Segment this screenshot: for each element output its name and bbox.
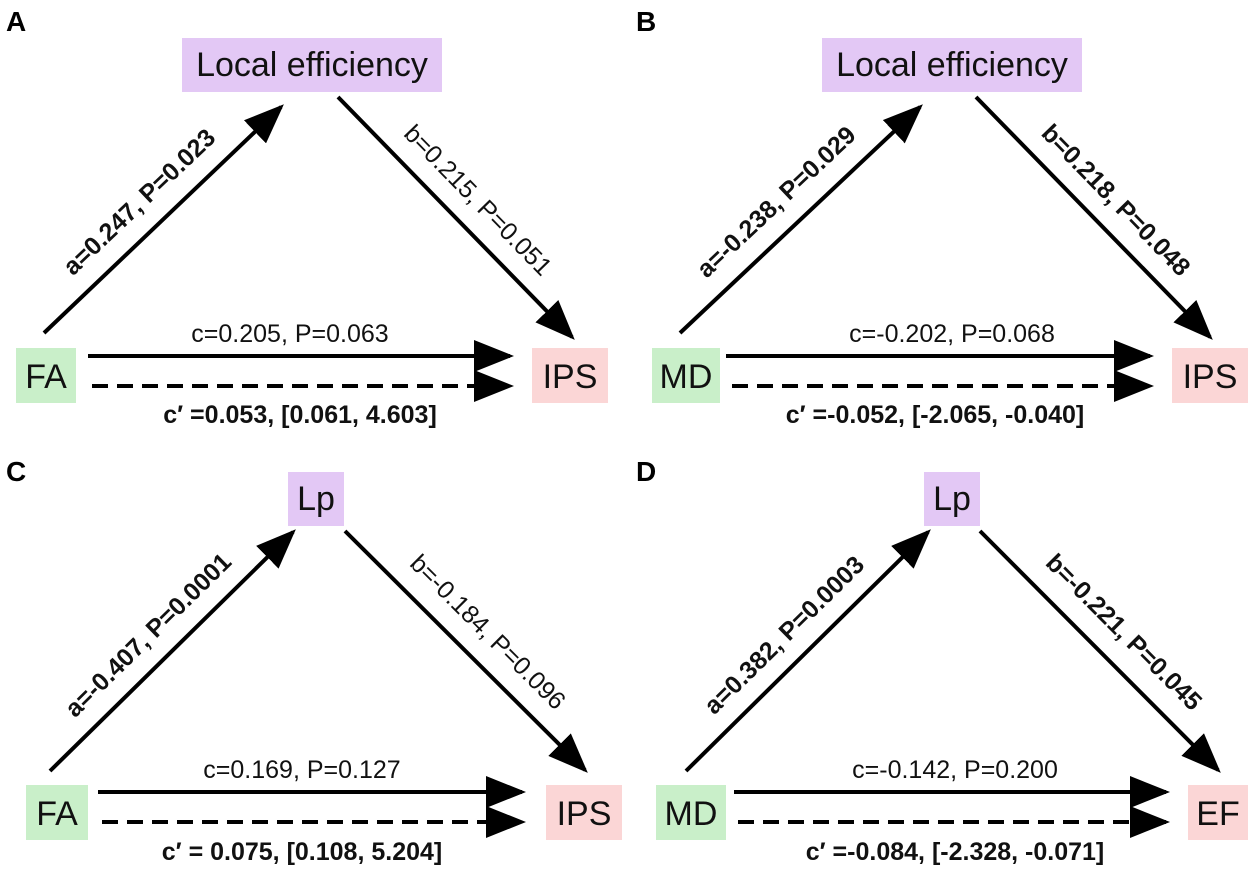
mediator-box: [288, 472, 344, 526]
panel-c: C Lp FA IPS a=-0.407, P=0.0001 b=-0.184,…: [6, 456, 622, 866]
path-a-label: a=-0.407, P=0.0001: [60, 548, 237, 723]
path-c-prime-label: c′ =-0.084, [-2.328, -0.071]: [806, 838, 1105, 866]
path-c-prime-label: c′ = 0.075, [0.108, 5.204]: [162, 838, 443, 866]
outcome-box: [532, 348, 608, 403]
path-b-label: b=-0.221, P=0.045: [1040, 549, 1207, 717]
path-c-prime-label: c′ =0.053, [0.061, 4.603]: [163, 401, 437, 429]
path-a-label: a=0.247, P=0.023: [58, 124, 221, 281]
outcome-box: [546, 785, 622, 840]
panel-b: B Local efficiency MD IPS a=-0.238, P=0.…: [636, 6, 1248, 429]
path-b-arrow: [343, 529, 588, 773]
predictor-label: MD: [660, 358, 713, 396]
outcome-label: IPS: [543, 358, 598, 396]
path-b-label: b=-0.184, P=0.096: [404, 549, 570, 715]
panel-letter: D: [636, 456, 656, 487]
path-a-label: a=0.382, P=0.0003: [699, 551, 870, 720]
panel-a: A Local efficiency FA IPS a=0.247, P=0.0…: [6, 6, 608, 429]
outcome-box: [1188, 785, 1248, 840]
path-c-label: c=-0.202, P=0.068: [849, 320, 1055, 348]
predictor-label: FA: [36, 795, 78, 833]
mediator-label: Lp: [933, 480, 971, 518]
panel-letter: B: [636, 6, 656, 37]
path-b-arrow: [336, 95, 575, 340]
path-b-label: b=0.215, P=0.051: [398, 119, 557, 281]
predictor-box: [656, 785, 726, 840]
path-c-label: c=0.169, P=0.127: [203, 756, 400, 784]
path-a-arrow: [48, 529, 296, 773]
path-a-label: a=-0.238, P=0.029: [692, 121, 862, 283]
mediator-label: Local efficiency: [196, 46, 428, 84]
path-c-prime-label: c′ =-0.052, [-2.065, -0.040]: [786, 401, 1085, 429]
path-c-label: c=-0.142, P=0.200: [852, 756, 1058, 784]
predictor-label: MD: [665, 795, 718, 833]
outcome-label: EF: [1196, 795, 1239, 833]
predictor-label: FA: [25, 358, 67, 396]
predictor-box: [26, 785, 88, 840]
mediator-box: [822, 38, 1082, 92]
outcome-label: IPS: [557, 795, 612, 833]
panel-letter: A: [6, 6, 26, 37]
panel-letter: C: [6, 456, 26, 487]
outcome-box: [1172, 348, 1248, 403]
outcome-label: IPS: [1183, 358, 1238, 396]
mediator-label: Local efficiency: [836, 46, 1068, 84]
path-b-arrow: [974, 95, 1213, 340]
path-b-arrow: [978, 529, 1221, 773]
path-b-label: b=0.218, P=0.048: [1036, 119, 1196, 282]
mediator-box: [182, 38, 442, 92]
path-a-arrow: [42, 104, 284, 335]
mediator-label: Lp: [297, 480, 335, 518]
path-a-arrow: [678, 104, 923, 335]
path-a-arrow: [684, 529, 931, 773]
path-c-label: c=0.205, P=0.063: [191, 320, 388, 348]
predictor-box: [652, 348, 720, 403]
predictor-box: [16, 348, 76, 403]
panel-d: D Lp MD EF a=0.382, P=0.0003 b=-0.221, P…: [636, 456, 1248, 866]
mediator-box: [924, 472, 980, 526]
